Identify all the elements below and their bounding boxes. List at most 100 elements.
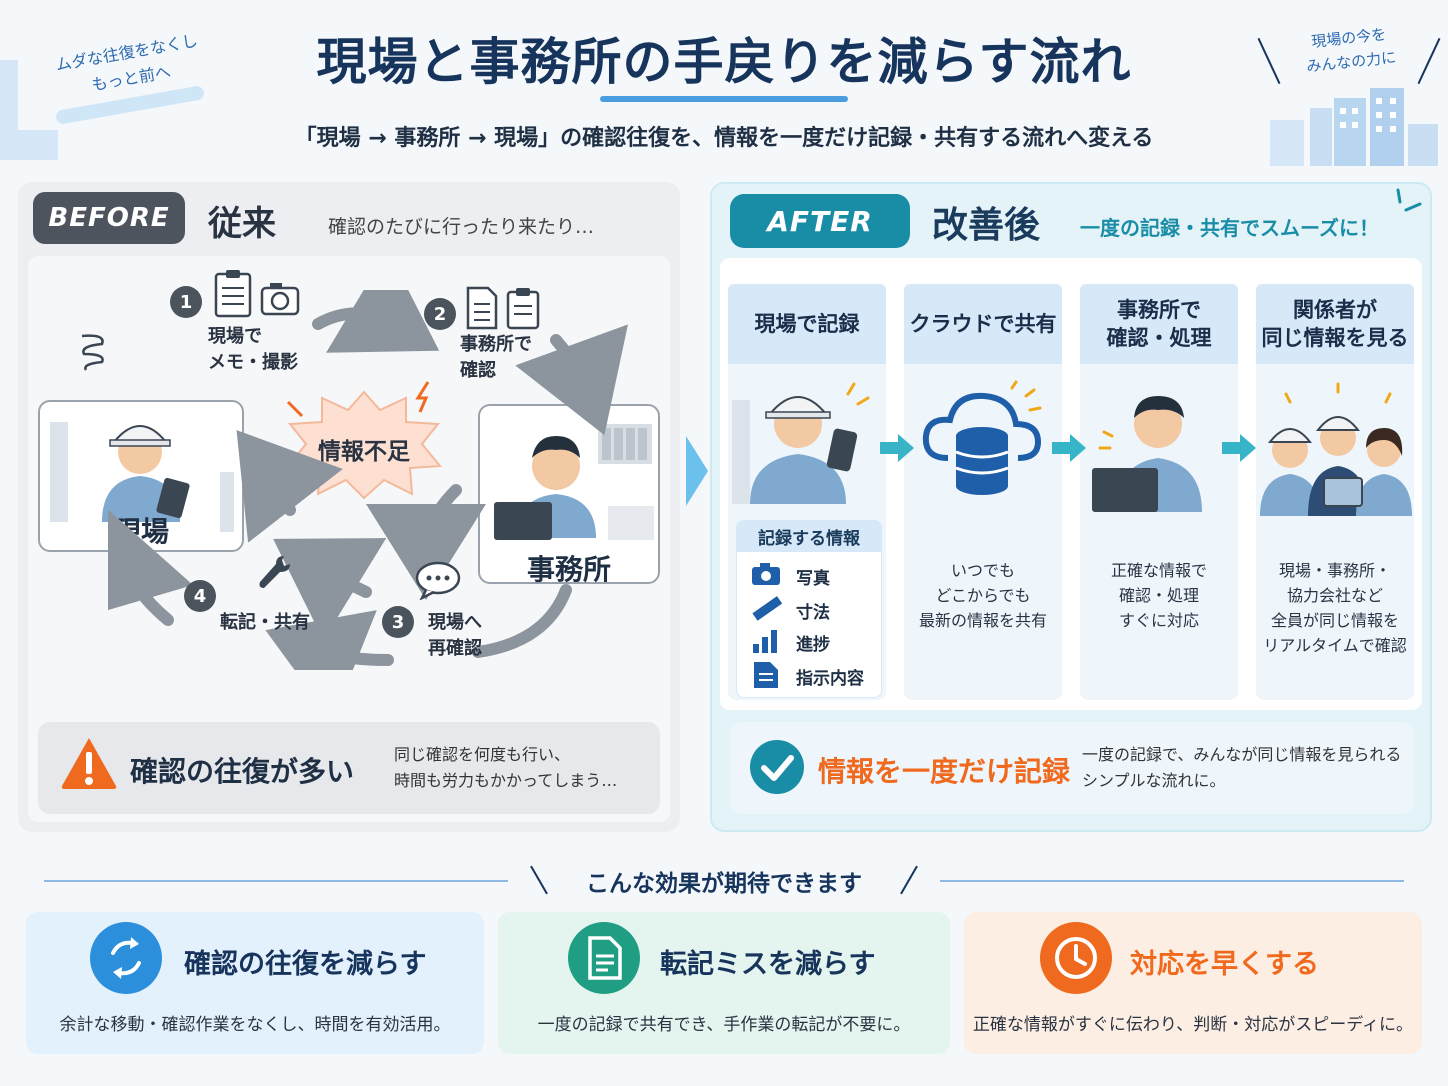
ruler-icon	[752, 596, 782, 621]
before-heading: 従来	[208, 204, 276, 244]
step-3-text: 現場へ 再確認	[428, 610, 482, 662]
step-2-line2: 確認	[460, 360, 496, 381]
after-caption: 一度の記録・共有でスムーズに！	[1080, 216, 1379, 240]
stakeholders-head-line2: 同じ情報を見る	[1261, 326, 1409, 350]
flow-column-office-desc: 正確な情報で 確認・処理 すぐに対応	[1080, 558, 1238, 633]
effects-title: こんな効果が期待できます	[586, 871, 862, 897]
progress-bars-icon	[753, 630, 777, 653]
alert-stroke-icon	[286, 400, 304, 418]
record-once-description-line2: シンプルな流れに。	[1082, 771, 1226, 790]
step-number: 1	[170, 286, 202, 318]
office-desc-line2: 確認・処理	[1118, 586, 1199, 605]
stakeholders-desc-line2: 協力会社など	[1286, 586, 1383, 605]
record-once-title: 情報を一度だけ記録	[818, 755, 1071, 788]
effect-description: 正確な情報がすぐに伝わり、判断・対応がスピーディに。	[972, 1015, 1414, 1035]
effect-title: 対応を早くする	[1130, 949, 1319, 980]
office-head-line2: 確認・処理	[1106, 326, 1212, 350]
office-worker-laptop-icon	[1092, 396, 1202, 512]
flow-column-stakeholders-desc: 現場・事務所・ 協力会社など 全員が同じ情報を リアルタイムで確認	[1256, 558, 1414, 658]
city-skyline-icon	[1270, 88, 1438, 166]
step-3-line2: 再確認	[428, 638, 482, 659]
effect-title: 転記ミスを減らす	[660, 949, 876, 980]
info-item-progress: 進捗	[796, 635, 830, 655]
chat-bubble-icon	[415, 561, 461, 600]
step-number: 4	[184, 580, 216, 612]
after-badge: AFTER	[730, 194, 910, 248]
step-number: 3	[382, 606, 414, 638]
after-heading: 改善後	[932, 205, 1041, 246]
record-once-description: 一度の記録で、みんなが同じ情報を見られる シンプルな流れに。	[1082, 742, 1401, 794]
office-head-line1: 事務所で	[1117, 298, 1201, 322]
warning-description-line1: 同じ確認を何度も行い、	[394, 745, 571, 764]
step-4-line1: 転記・共有	[220, 612, 310, 633]
stakeholders-head-line1: 関係者が	[1293, 298, 1377, 322]
clipboard-camera-icon	[214, 270, 300, 318]
camera-icon	[752, 563, 780, 585]
effect-card-reduce-errors	[498, 912, 950, 1054]
flow-column-office-head: 事務所で 確認・処理	[1080, 284, 1238, 364]
effect-title: 確認の往復を減らす	[184, 949, 427, 980]
warning-banner	[38, 722, 660, 814]
wrench-icon	[259, 556, 290, 588]
cycle-arrows	[108, 290, 628, 670]
flow-arrow-icon	[1052, 434, 1086, 462]
cloud-desc-line1: いつでも	[950, 561, 1015, 580]
flow-column-cloud-head: クラウドで共有	[904, 284, 1062, 364]
effect-description: 余計な移動・確認作業をなくし、時間を有効活用。	[59, 1015, 451, 1035]
page-subtitle: 「現場 → 事務所 → 現場」の確認往復を、情報を一度だけ記録・共有する流れへ変…	[294, 126, 1154, 151]
info-list-title: 記録する情報	[736, 520, 882, 552]
step-4-text: 転記・共有	[220, 610, 310, 636]
divider-line	[940, 880, 1404, 882]
flow-column-stakeholders-head: 関係者が 同じ情報を見る	[1256, 284, 1414, 364]
warning-title: 確認の往復が多い	[130, 755, 355, 788]
effect-description: 一度の記録で共有でき、手作業の転記が不要に。	[537, 1015, 911, 1035]
record-once-banner	[730, 722, 1414, 814]
flow-arrow-icon	[880, 434, 914, 462]
decor-building	[18, 130, 58, 160]
record-once-description-line1: 一度の記録で、みんなが同じ情報を見られる	[1082, 745, 1402, 764]
page-title: 現場と事務所の手戻りを減らす流れ	[316, 33, 1132, 91]
divider-line	[44, 880, 508, 882]
team-tablet-icon	[1260, 382, 1412, 516]
step-1-text: 現場で メモ・撮影	[208, 324, 298, 376]
sparkle-lines-icon	[1396, 188, 1422, 212]
lightning-icon	[415, 381, 430, 413]
flow-arrow-icon	[1222, 434, 1256, 462]
info-item-instructions: 指示内容	[796, 669, 864, 689]
flow-column-cloud-desc: いつでも どこからでも 最新の情報を共有	[904, 558, 1062, 633]
step-number: 2	[424, 298, 456, 330]
cloud-database-icon	[922, 380, 1042, 495]
before-caption: 確認のたびに行ったり来たり…	[328, 216, 595, 238]
check-circle-icon	[750, 740, 804, 794]
stakeholders-desc-line4: リアルタイムで確認	[1263, 636, 1407, 655]
effect-card-respond-faster	[964, 912, 1422, 1054]
cloud-desc-line2: どこからでも	[935, 586, 1031, 605]
office-worker-icon	[494, 424, 654, 540]
step-2-text: 事務所で 確認	[460, 332, 532, 384]
cloud-desc-line3: 最新の情報を共有	[918, 611, 1047, 630]
document-icon	[568, 922, 640, 994]
confused-swirl-icon	[81, 334, 104, 371]
site-worker-phone-icon	[732, 382, 870, 504]
info-item-photo: 写真	[796, 569, 830, 589]
before-badge: BEFORE	[33, 192, 185, 244]
title-underline	[600, 96, 848, 102]
warning-icon	[61, 738, 117, 789]
site-worker-icon	[50, 422, 234, 532]
clock-icon	[1040, 922, 1112, 994]
warning-description-line2: 時間も労力もかかってしまう…	[394, 771, 618, 790]
office-label: 事務所	[526, 553, 611, 586]
office-desc-line3: すぐに対応	[1118, 611, 1199, 630]
documents-icon	[466, 286, 540, 330]
office-desc-line1: 正確な情報で	[1110, 561, 1207, 580]
decor-building	[0, 60, 18, 160]
warning-description: 同じ確認を何度も行い、 時間も労力もかかってしまう…	[394, 742, 617, 794]
step-3-line1: 現場へ	[428, 612, 482, 633]
stakeholders-desc-line3: 全員が同じ情報を	[1270, 611, 1399, 630]
step-1-line2: メモ・撮影	[208, 352, 298, 373]
document-icon	[754, 662, 778, 688]
transition-arrow-icon	[686, 436, 708, 506]
refresh-icon	[90, 922, 162, 994]
office-box: 事務所	[478, 404, 660, 586]
step-2-line1: 事務所で	[460, 334, 532, 355]
